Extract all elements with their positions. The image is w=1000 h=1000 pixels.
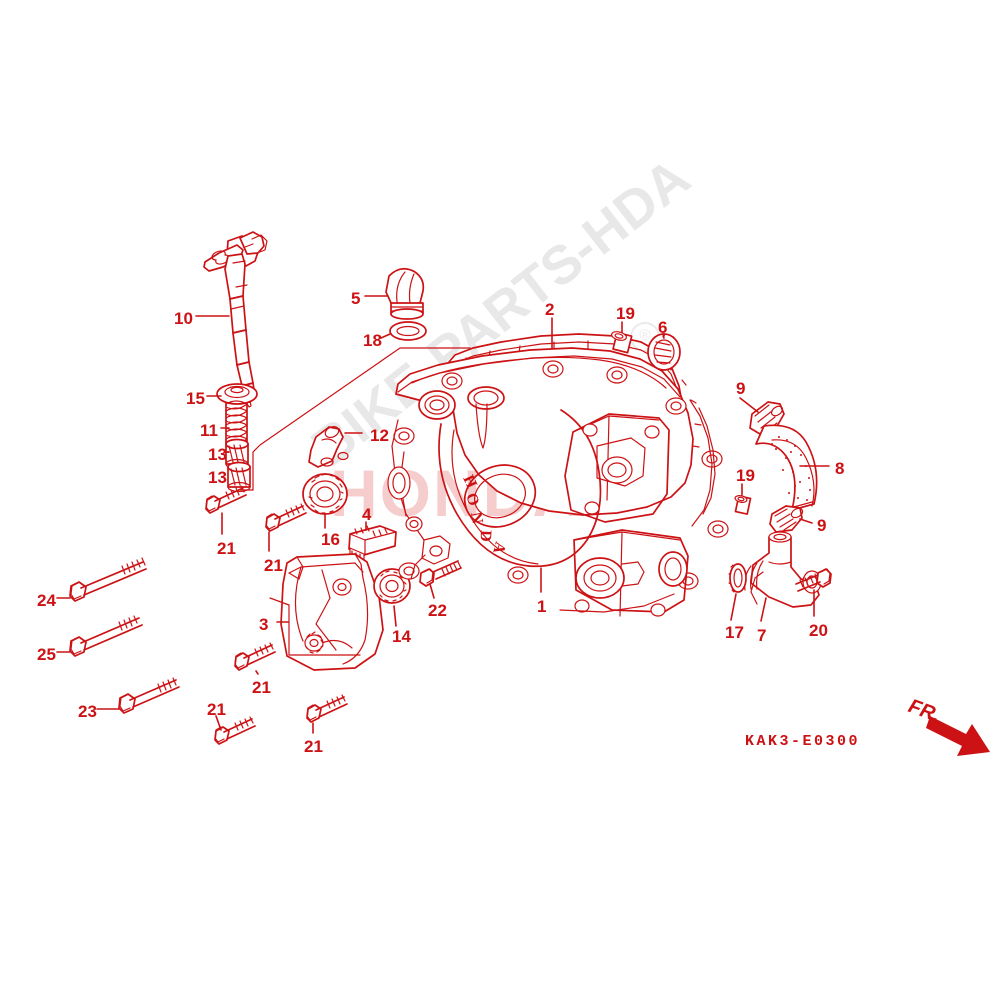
callout-13[interactable]: 13: [208, 445, 227, 464]
callout-1[interactable]: 1: [537, 597, 547, 616]
callout-4[interactable]: 4: [362, 505, 372, 524]
leader-22: [429, 583, 435, 599]
part-bolt-23: [118, 677, 180, 714]
part-water-pump-oil-seal: [373, 568, 411, 604]
leader-21-d: [215, 715, 222, 731]
part-bolt-water-pump: [419, 560, 462, 587]
part-bolt-21-b: [265, 503, 307, 532]
part-bolt-joint-flange: [795, 568, 832, 592]
callout-16[interactable]: 16: [321, 530, 340, 549]
svg-text:N: N: [467, 511, 486, 526]
callout-2[interactable]: 2: [545, 300, 555, 319]
callout-10[interactable]: 10: [174, 309, 193, 328]
callout-24[interactable]: 24: [37, 591, 56, 610]
part-clutch-lifter-arm-shaft: [203, 231, 268, 408]
part-o-ring-joint: [728, 563, 747, 593]
part-bolt-25: [69, 615, 143, 657]
leader-17: [730, 593, 737, 621]
callout-12[interactable]: 12: [370, 426, 389, 445]
part-bolt-21-d: [214, 716, 256, 745]
leader-18: [380, 333, 391, 339]
part-water-hose: [755, 424, 818, 511]
part-dowel-pin-lower: [734, 495, 752, 515]
part-oil-filler-cap: [385, 267, 425, 320]
svg-text:O: O: [462, 491, 482, 508]
part-right-crankcase-cover: H O N D A: [387, 347, 729, 617]
group-tick-3: [269, 597, 290, 606]
callout-20[interactable]: 20: [809, 621, 828, 640]
callout-19-lower[interactable]: 19: [736, 466, 755, 485]
callout-3[interactable]: 3: [259, 615, 269, 634]
callout-7[interactable]: 7: [757, 626, 767, 645]
callout-17[interactable]: 17: [725, 623, 744, 642]
leader-7: [760, 597, 767, 622]
callout-21-b[interactable]: 21: [264, 556, 283, 575]
part-dowel-pin-upper: [611, 331, 633, 354]
callout-9[interactable]: 9: [736, 379, 746, 398]
part-clutch-outer-cover: [280, 553, 384, 671]
part-radial-ball-bearing: [302, 473, 348, 515]
group-boundary-line: [252, 347, 471, 491]
svg-text:A: A: [489, 540, 508, 556]
callout-15[interactable]: 15: [186, 389, 205, 408]
callout-22[interactable]: 22: [428, 601, 447, 620]
part-thrust-washer: [216, 383, 258, 405]
part-bolt-21-c: [234, 642, 276, 671]
callout-18[interactable]: 18: [363, 331, 382, 350]
callout-5[interactable]: 5: [351, 289, 361, 308]
part-hose-clamp-lower: [769, 505, 804, 533]
callout-13-lower[interactable]: 13: [208, 468, 227, 487]
part-o-ring-filler-cap: [389, 321, 427, 341]
part-bolt-21-a: [205, 485, 247, 514]
part-clutch-lifter-spring: [225, 400, 248, 445]
part-bolt-21-e: [306, 694, 348, 723]
leader-14: [393, 605, 397, 627]
callout-6[interactable]: 6: [658, 318, 668, 337]
callout-9-lower[interactable]: 9: [817, 516, 827, 535]
leader-21-c: [255, 670, 259, 675]
group-boundary-3: [288, 604, 361, 656]
callout-21-c[interactable]: 21: [252, 678, 271, 697]
part-water-hose-joint: [744, 531, 822, 608]
leader-6d: [662, 335, 665, 339]
callout-19[interactable]: 19: [616, 304, 635, 323]
callout-8[interactable]: 8: [835, 459, 845, 478]
callout-23[interactable]: 23: [78, 702, 97, 721]
callout-21-d[interactable]: 21: [207, 700, 226, 719]
part-bush-lower: [227, 461, 251, 493]
part-cable-stay-plate: [308, 425, 349, 468]
svg-text:D: D: [477, 530, 494, 542]
diagram-code: KAK3-E0300: [745, 733, 861, 750]
callout-25[interactable]: 25: [37, 645, 56, 664]
callout-14[interactable]: 14: [392, 627, 411, 646]
leader-9-lower: [799, 518, 813, 524]
callout-11[interactable]: 11: [200, 421, 218, 440]
callout-21-a[interactable]: 21: [217, 539, 236, 558]
part-bolt-24: [69, 557, 147, 602]
front-direction-arrow: [926, 716, 990, 756]
part-oil-seal-6: [647, 333, 681, 371]
leader-9-upper: [739, 397, 759, 413]
callout-21-e[interactable]: 21: [304, 737, 323, 756]
